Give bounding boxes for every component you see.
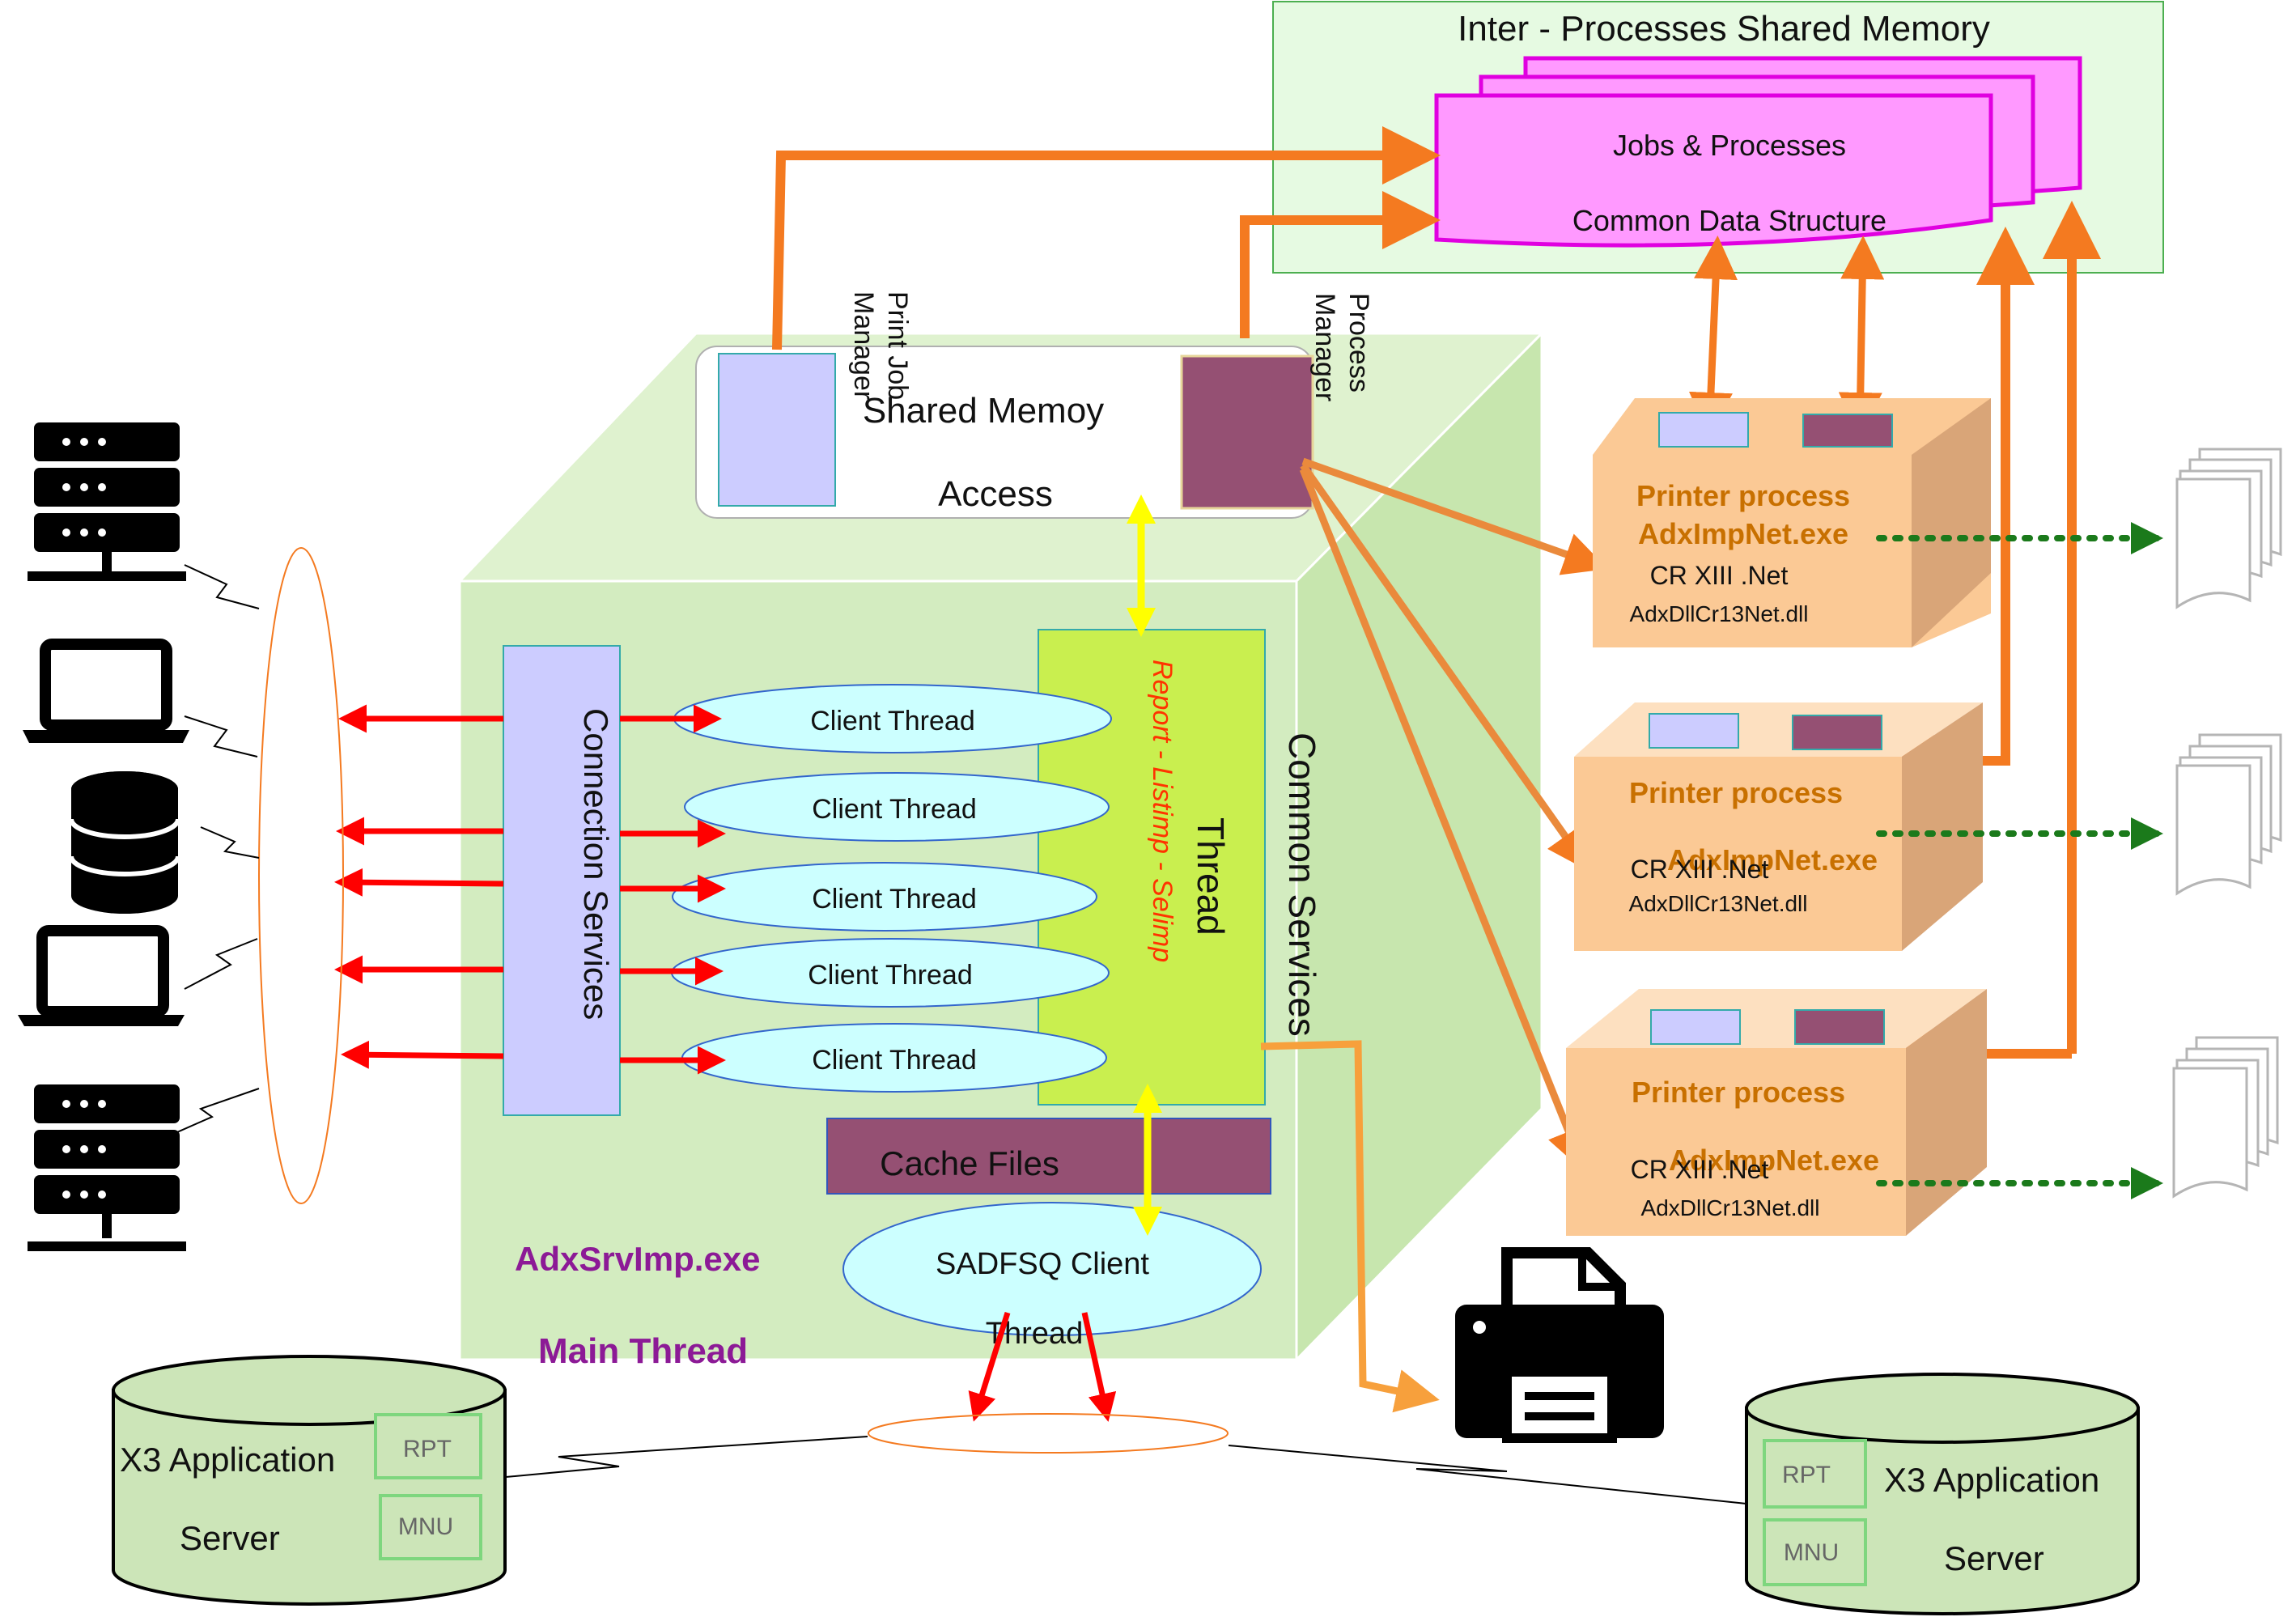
print-job-manager-label: Print Job Manager — [848, 291, 913, 408]
svg-text:CR XIII .Net: CR XIII .Net — [1631, 1155, 1769, 1184]
orange-arrow — [1240, 191, 1441, 338]
common-services-label: Common Services — [1281, 732, 1323, 1037]
mnu-box — [1763, 1518, 1867, 1586]
svg-text:RPT: RPT — [1782, 1462, 1831, 1488]
red-arrows-left — [334, 704, 504, 1069]
red-arrows-right — [620, 704, 726, 1075]
svg-text:Client Thread: Client Thread — [812, 1045, 977, 1076]
client-thread: Client Thread — [673, 684, 1112, 753]
shared-memory-title: Inter - Processes Shared Memory — [1458, 9, 1990, 49]
svg-text:Printer process: Printer process — [1636, 479, 1850, 512]
orange-arrow — [1688, 236, 1738, 436]
client-thread: Client Thread — [671, 938, 1110, 1008]
database-icon — [69, 771, 180, 914]
rpt-box — [374, 1413, 482, 1479]
svg-text:X3 Application: X3 Application — [120, 1441, 335, 1479]
printer-process-1: Printer process AdxImpNet.exe CR XIII .N… — [1593, 398, 1991, 647]
svg-text:Server: Server — [180, 1519, 280, 1557]
cache-files-box: Cache Files — [826, 1118, 1271, 1195]
connection-services-box: Connection Services — [503, 645, 621, 1116]
light-orange-arrow — [1260, 1040, 1440, 1413]
server-icon — [28, 422, 186, 581]
client-network-ellipse — [258, 547, 344, 1204]
shared-memory-access-box: Shared Memoy Access Print Job Manager Pr… — [695, 291, 1374, 519]
svg-text:AdxImpNet.exe: AdxImpNet.exe — [1669, 1144, 1879, 1177]
network-links-bottom — [505, 1436, 1747, 1505]
orange-arrow — [1300, 463, 1591, 872]
svg-text:CR XIII .Net: CR XIII .Net — [1631, 855, 1769, 884]
server-network-ellipse — [868, 1413, 1229, 1454]
jobs-processes-label: Jobs & Processes — [1613, 129, 1846, 162]
svg-text:RPT: RPT — [403, 1436, 452, 1462]
svg-text:Client Thread: Client Thread — [812, 794, 977, 825]
thread-sub-label: Report - Listimp - Selimp — [1147, 660, 1178, 962]
svg-text:AdxImpNet.exe: AdxImpNet.exe — [1667, 843, 1878, 876]
memory-slot — [1802, 414, 1893, 448]
printer-process-3: Printer process AdxImpNet.exe CR XIII .N… — [1566, 989, 1987, 1236]
thread-label: Thread — [1190, 817, 1232, 936]
cache-files-label: Cache Files — [880, 1144, 1059, 1182]
app-server-left: X3 Application Server RPT MNU — [112, 1355, 507, 1606]
memory-slot — [1794, 1009, 1885, 1045]
client-threads: Client Thread Client Thread Client Threa… — [671, 684, 1112, 1093]
svg-text:SADFSQ Client: SADFSQ Client — [936, 1247, 1149, 1281]
orange-arrow — [1301, 457, 1608, 575]
svg-text:Client Thread: Client Thread — [810, 706, 975, 736]
client-thread: Client Thread — [681, 1023, 1107, 1093]
common-data-structure-label: Common Data Structure — [1572, 204, 1886, 237]
mnu-box — [379, 1494, 482, 1560]
memory-slot — [1658, 412, 1749, 448]
app-server-right: RPT MNU X3 Application Server — [1745, 1373, 2140, 1615]
documents-icon — [2172, 1036, 2279, 1199]
red-arrow — [1081, 1312, 1117, 1422]
print-job-manager-box — [718, 353, 836, 507]
red-arrow — [968, 1311, 1011, 1422]
printer-process-2: Printer process AdxImpNet.exe CR XIII .N… — [1574, 702, 1983, 951]
svg-text:MNU: MNU — [1784, 1539, 1839, 1566]
process-manager-label: Process Manager — [1309, 293, 1374, 401]
svg-text:Printer process: Printer process — [1632, 1076, 1845, 1109]
connection-services-label: Connection Services — [577, 708, 615, 1020]
svg-text:AdxDllCr13Net.dll: AdxDllCr13Net.dll — [1630, 601, 1809, 626]
documents-icon — [2175, 733, 2282, 896]
svg-text:Client Thread: Client Thread — [812, 884, 977, 915]
memory-slot — [1650, 1009, 1741, 1045]
orange-arrow — [772, 126, 1441, 350]
memory-slot — [1649, 713, 1739, 749]
svg-text:CR XIII .Net: CR XIII .Net — [1650, 561, 1789, 590]
laptop-icon — [23, 639, 189, 743]
rpt-box — [1763, 1439, 1867, 1509]
svg-text:Printer process: Printer process — [1629, 776, 1843, 809]
svg-text:MNU: MNU — [398, 1513, 453, 1540]
orange-arrow — [1299, 468, 1589, 1173]
sadfsq-client-thread: SADFSQ Client Thread — [842, 1202, 1262, 1351]
main-thread-label: Main Thread — [538, 1331, 748, 1371]
svg-text:AdxDllCr13Net.dll: AdxDllCr13Net.dll — [1641, 1195, 1820, 1220]
server-icon — [28, 1084, 186, 1251]
svg-text:X3 Application: X3 Application — [1884, 1461, 2099, 1499]
client-thread: Client Thread — [684, 772, 1110, 842]
exe-name-label: AdxSrvImp.exe — [515, 1240, 760, 1278]
orange-arrow — [1838, 236, 1885, 436]
svg-text:AdxImpNet.exe: AdxImpNet.exe — [1638, 517, 1848, 550]
network-links — [171, 564, 260, 1135]
documents-icon — [2175, 448, 2282, 609]
inter-process-shared-memory: Inter - Processes Shared Memory Jobs & P… — [1272, 1, 2164, 274]
printer-icon — [1455, 1247, 1664, 1443]
svg-text:Client Thread: Client Thread — [808, 960, 973, 991]
process-manager-box — [1180, 354, 1314, 510]
access-label: Access — [938, 474, 1053, 514]
shared-memory-label: Shared Memoy — [863, 391, 1104, 431]
client-thread: Client Thread — [672, 862, 1097, 932]
svg-text:AdxDllCr13Net.dll: AdxDllCr13Net.dll — [1629, 891, 1808, 916]
laptop-icon — [18, 925, 185, 1026]
memory-slot — [1792, 715, 1882, 750]
svg-text:Server: Server — [1944, 1539, 2044, 1577]
